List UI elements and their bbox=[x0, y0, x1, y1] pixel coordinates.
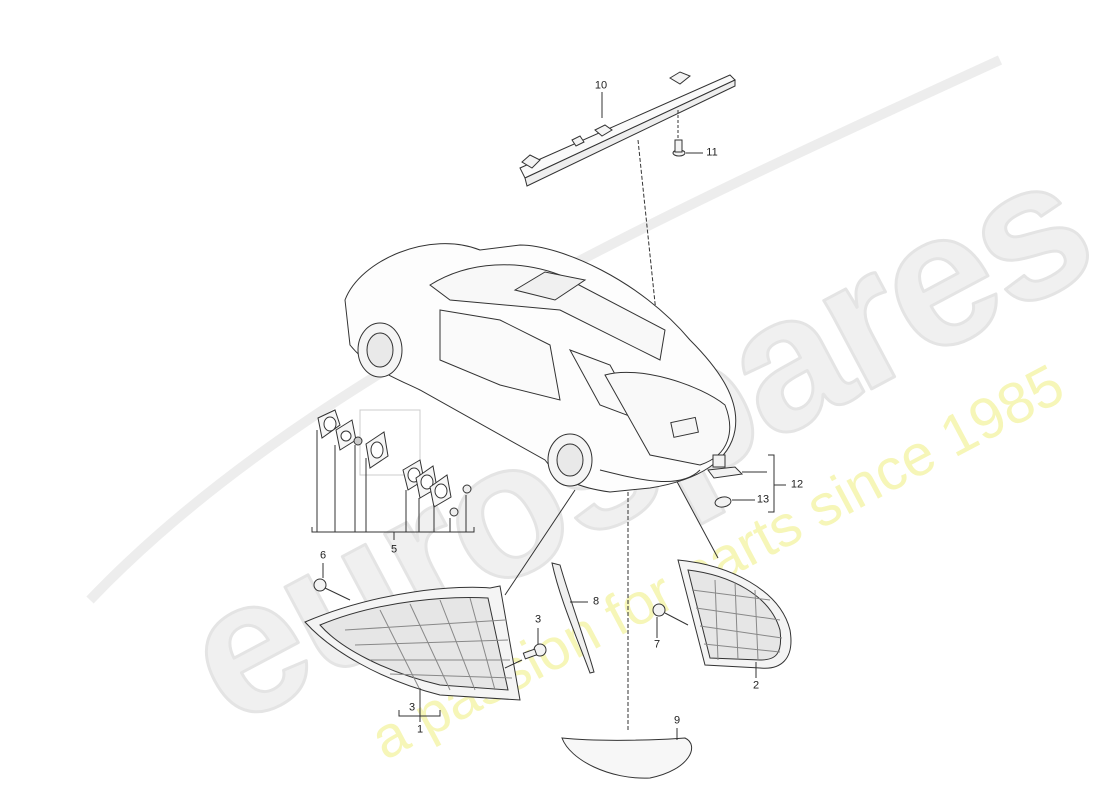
trim-strip-part bbox=[551, 562, 595, 674]
bolt-part-3 bbox=[504, 628, 547, 669]
license-plate-light-part bbox=[707, 454, 786, 513]
callout-7: 7 bbox=[653, 638, 661, 651]
reflector-part bbox=[561, 728, 693, 779]
callout-5: 5 bbox=[390, 543, 398, 556]
right-tail-light-part bbox=[677, 559, 792, 678]
callout-10: 10 bbox=[594, 79, 608, 92]
gasket-set-part bbox=[311, 409, 475, 540]
vehicle-overview-drawing bbox=[344, 243, 737, 493]
callout-2: 2 bbox=[752, 679, 760, 692]
nut-part-6 bbox=[313, 563, 351, 601]
nut-part-7 bbox=[652, 603, 689, 638]
callout-11: 11 bbox=[706, 146, 718, 159]
callout-8: 8 bbox=[592, 595, 600, 608]
callout-3-bolt: 3 bbox=[534, 613, 542, 626]
callout-12: 12 bbox=[790, 478, 804, 491]
callout-13: 13 bbox=[756, 493, 770, 506]
third-brake-light-part bbox=[519, 71, 736, 187]
callout-6: 6 bbox=[319, 549, 327, 562]
screw-part bbox=[672, 110, 703, 157]
callout-3-bracket: 3 bbox=[408, 701, 416, 714]
left-tail-light-part bbox=[304, 585, 521, 722]
callout-1: 1 bbox=[416, 723, 424, 736]
callout-9: 9 bbox=[673, 714, 681, 727]
